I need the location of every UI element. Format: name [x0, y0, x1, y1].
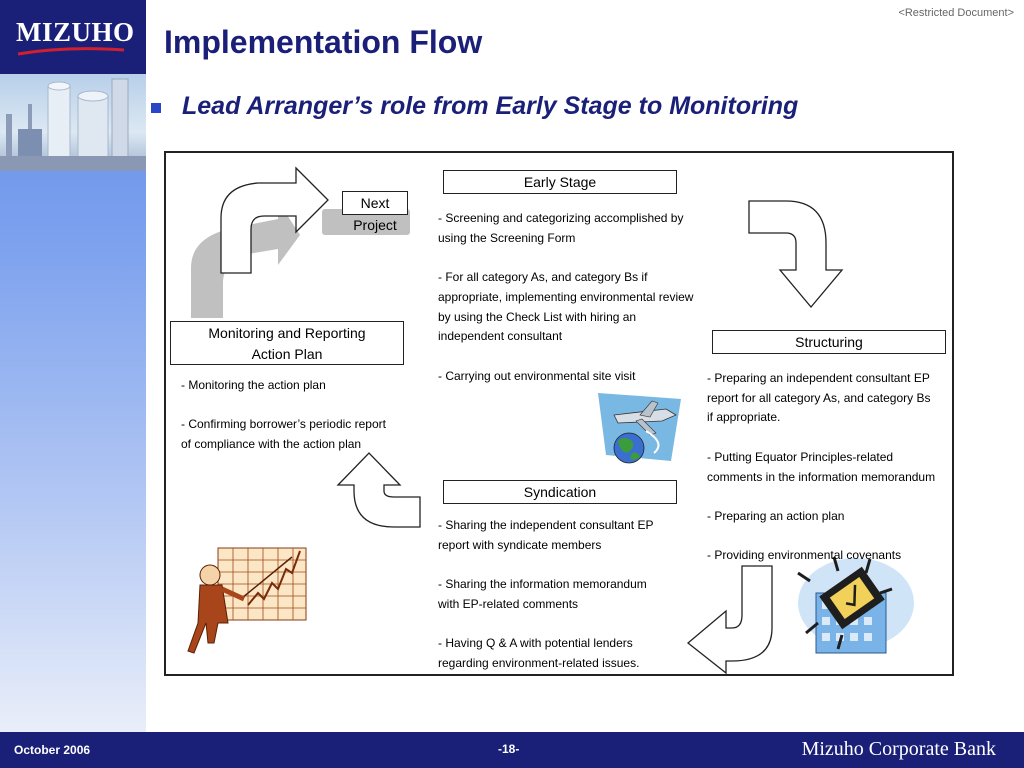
early-stage-box: Early Stage [443, 170, 677, 194]
structuring-notes: - Preparing an independent consultant EP… [707, 371, 936, 563]
next-project-shadow-box [322, 209, 410, 235]
monitoring-box: Monitoring and Reporting Action Plan [170, 321, 404, 365]
curved-arrow-down-icon [748, 200, 844, 309]
logo-box: MIZUHO [0, 0, 146, 74]
restricted-label: <Restricted Document> [898, 7, 1014, 19]
logo-swoosh-icon [17, 47, 125, 56]
presenter-chart-icon [187, 547, 307, 654]
footer-bar: October 2006 -18- Mizuho Corporate Bank [0, 732, 1024, 768]
industrial-photo [0, 74, 146, 171]
building-document-icon [797, 556, 914, 654]
next-project-shadow-arrow [191, 201, 300, 318]
curved-arrow-up-right-icon [220, 166, 329, 274]
next-project-box: Next Project [342, 191, 408, 233]
page-number: -18- [498, 742, 520, 756]
footer-brand: Mizuho Corporate Bank [801, 738, 996, 760]
footer-date: October 2006 [14, 743, 91, 757]
curved-arrow-left-icon [686, 565, 773, 674]
page-subtitle: Lead Arranger’s role from Early Stage to… [182, 92, 799, 120]
airplane-globe-icon [598, 393, 681, 464]
page-title: Implementation Flow [164, 24, 483, 60]
syndication-box: Syndication [443, 480, 677, 504]
syndication-notes: - Sharing the independent consultant EP … [438, 518, 654, 670]
monitoring-notes: - Monitoring the action plan - Confirmin… [181, 378, 386, 452]
flow-arrows [187, 166, 914, 674]
mizuho-logo: MIZUHO [16, 17, 135, 47]
early-stage-notes: - Screening and categorizing accomplishe… [438, 211, 694, 383]
bullet-square-icon [151, 103, 161, 113]
flow-diagram: Next Project Early Stage - Screening and… [164, 151, 954, 676]
curved-arrow-up-icon [336, 452, 421, 528]
factory-icon [0, 78, 146, 171]
structuring-box: Structuring [712, 330, 946, 354]
